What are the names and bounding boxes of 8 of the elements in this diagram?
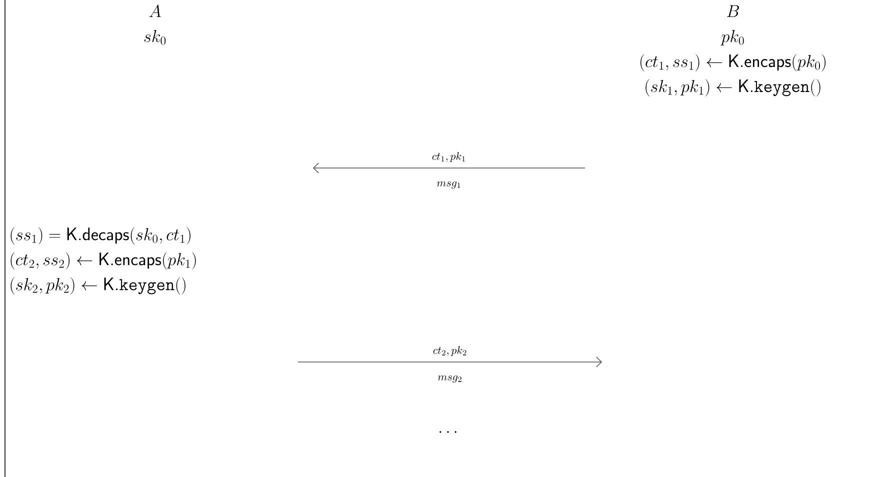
- party-computation: $B$ $pk_0$ $(ct_1, ss_1) \leftarrow \mathsf{K}.\mathsf{encaps}(pk_0)$ $(sk_1, pk_1) \leftarrow \mathsf{K}.\mathtt{keygen}()$: [640, 5, 826, 96]
- party-computation: $(ss_1) = \mathsf{K}.\mathsf{decaps}(sk_0, ct_1)$ $(ct_2, ss_2) \leftarrow \mathsf{K}.\mathsf{encaps}(pk_1)$ $(sk_2, pk_2) \leftarrow \mathsf{K}.\mathtt{keygen}()$: [10, 227, 196, 294]
- message-content: $ct_2 , pk_2$: [433, 346, 466, 356]
- party-label: $A$ $sk_0$: [144, 4, 166, 45]
- continuation-dots: $\dots$: [440, 431, 456, 433]
- message-name: $msg_2$: [438, 375, 462, 383]
- message-name: $msg_1$: [436, 181, 460, 189]
- message-content: $ct_1 , pk_1$: [432, 152, 465, 162]
